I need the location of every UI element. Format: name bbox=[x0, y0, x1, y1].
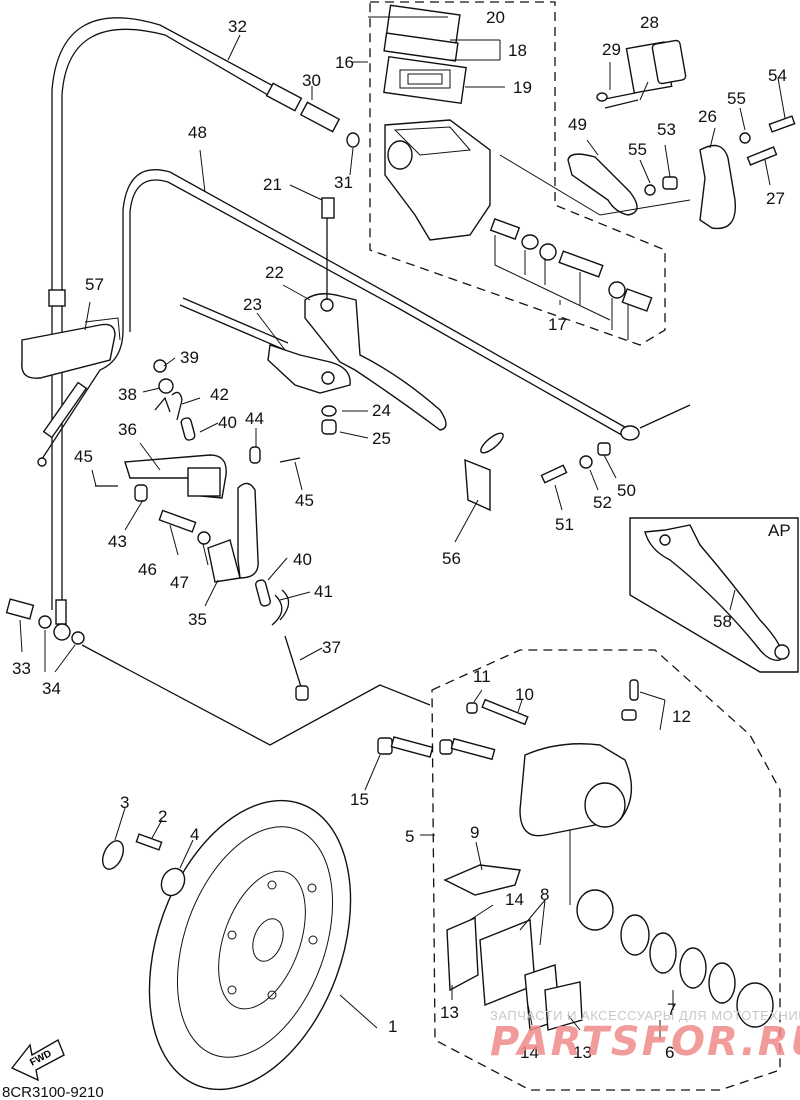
piston-kit-17 bbox=[489, 218, 653, 340]
caliper-assembly-5 bbox=[377, 649, 781, 1091]
brake-disc-1 bbox=[101, 799, 352, 1091]
callout-33: 33 bbox=[12, 659, 31, 678]
callout-41: 41 bbox=[314, 582, 333, 601]
callout-36: 36 bbox=[118, 420, 137, 439]
callout-42: 42 bbox=[210, 385, 229, 404]
callout-45a: 45 bbox=[74, 447, 93, 466]
inset-label-ap: AP bbox=[768, 521, 791, 540]
callout-27: 27 bbox=[766, 189, 785, 208]
callout-53: 53 bbox=[657, 120, 676, 139]
watermark: ЗАПЧАСТИ И АКСЕССУАРЫ ДЛЯ МОТОТЕХНИКИ PA… bbox=[490, 1008, 800, 1065]
brake-cable-48 bbox=[37, 169, 691, 467]
callout-25: 25 bbox=[372, 429, 391, 448]
callout-19: 19 bbox=[513, 78, 532, 97]
callout-30: 30 bbox=[302, 71, 321, 90]
callout-55a: 55 bbox=[628, 140, 647, 159]
callout-47: 47 bbox=[170, 573, 189, 592]
callout-14a: 14 bbox=[505, 890, 524, 909]
callout-43: 43 bbox=[108, 532, 127, 551]
callout-40a: 40 bbox=[218, 413, 237, 432]
callout-52: 52 bbox=[593, 493, 612, 512]
callout-56: 56 bbox=[442, 549, 461, 568]
callout-5: 5 bbox=[405, 827, 414, 846]
misc-small-parts bbox=[464, 432, 611, 512]
callout-31: 31 bbox=[334, 173, 353, 192]
callout-13a: 13 bbox=[440, 1003, 459, 1022]
callout-12: 12 bbox=[672, 707, 691, 726]
callout-4: 4 bbox=[190, 825, 199, 844]
callout-11: 11 bbox=[473, 667, 491, 686]
brake-lever-22 bbox=[179, 197, 447, 435]
callout-17: 17 bbox=[548, 315, 567, 334]
callout-labels: 1 2 3 4 5 6 7 8 9 10 11 12 13 13 14 14 1… bbox=[12, 8, 791, 1062]
brake-switch-group bbox=[499, 39, 796, 230]
callout-2: 2 bbox=[158, 807, 167, 826]
callout-22: 22 bbox=[265, 263, 284, 282]
callout-14b: 14 bbox=[520, 1043, 539, 1062]
callout-15: 15 bbox=[350, 790, 369, 809]
callout-26: 26 bbox=[698, 107, 717, 126]
callout-3: 3 bbox=[120, 793, 129, 812]
callout-40b: 40 bbox=[293, 550, 312, 569]
callout-44: 44 bbox=[245, 409, 264, 428]
callout-9: 9 bbox=[470, 823, 479, 842]
callout-13b: 13 bbox=[573, 1043, 592, 1062]
callout-45b: 45 bbox=[295, 491, 314, 510]
callout-8: 8 bbox=[540, 885, 549, 904]
callout-54: 54 bbox=[768, 66, 787, 85]
callout-10: 10 bbox=[515, 685, 534, 704]
callout-7: 7 bbox=[667, 1000, 676, 1019]
master-cylinder-assembly-16 bbox=[369, 1, 666, 346]
watermark-brand: PARTSFOR.RU bbox=[490, 1019, 800, 1065]
callout-39: 39 bbox=[180, 348, 199, 367]
callout-50: 50 bbox=[617, 481, 636, 500]
callout-16: 16 bbox=[335, 53, 354, 72]
callout-29: 29 bbox=[602, 40, 621, 59]
diagram-code: 8CR3100-9210 bbox=[2, 1084, 104, 1100]
linkage-parts bbox=[5, 317, 431, 746]
leader-lines bbox=[19, 16, 786, 1040]
callout-35: 35 bbox=[188, 610, 207, 629]
callout-51: 51 bbox=[555, 515, 574, 534]
callout-1: 1 bbox=[388, 1017, 397, 1036]
brake-cable-32 bbox=[48, 17, 360, 641]
callout-57: 57 bbox=[85, 275, 104, 294]
callout-23: 23 bbox=[243, 295, 262, 314]
forward-arrow-icon: FWD bbox=[10, 1038, 65, 1082]
callout-55b: 55 bbox=[727, 89, 746, 108]
callout-21: 21 bbox=[263, 175, 282, 194]
callout-20: 20 bbox=[486, 8, 505, 27]
callout-38: 38 bbox=[118, 385, 137, 404]
callout-32: 32 bbox=[228, 17, 247, 36]
inset-ap-lever bbox=[629, 517, 799, 673]
callout-37: 37 bbox=[322, 638, 341, 657]
callout-34: 34 bbox=[42, 679, 61, 698]
callout-18: 18 bbox=[508, 41, 527, 60]
callout-48: 48 bbox=[188, 123, 207, 142]
callout-6: 6 bbox=[665, 1043, 674, 1062]
callout-49: 49 bbox=[568, 115, 587, 134]
callout-28: 28 bbox=[640, 13, 659, 32]
callout-24: 24 bbox=[372, 401, 391, 420]
watermark-tagline: ЗАПЧАСТИ И АКСЕССУАРЫ ДЛЯ МОТОТЕХНИКИ bbox=[490, 1008, 800, 1023]
callout-46: 46 bbox=[138, 560, 157, 579]
callout-58: 58 bbox=[713, 612, 732, 631]
